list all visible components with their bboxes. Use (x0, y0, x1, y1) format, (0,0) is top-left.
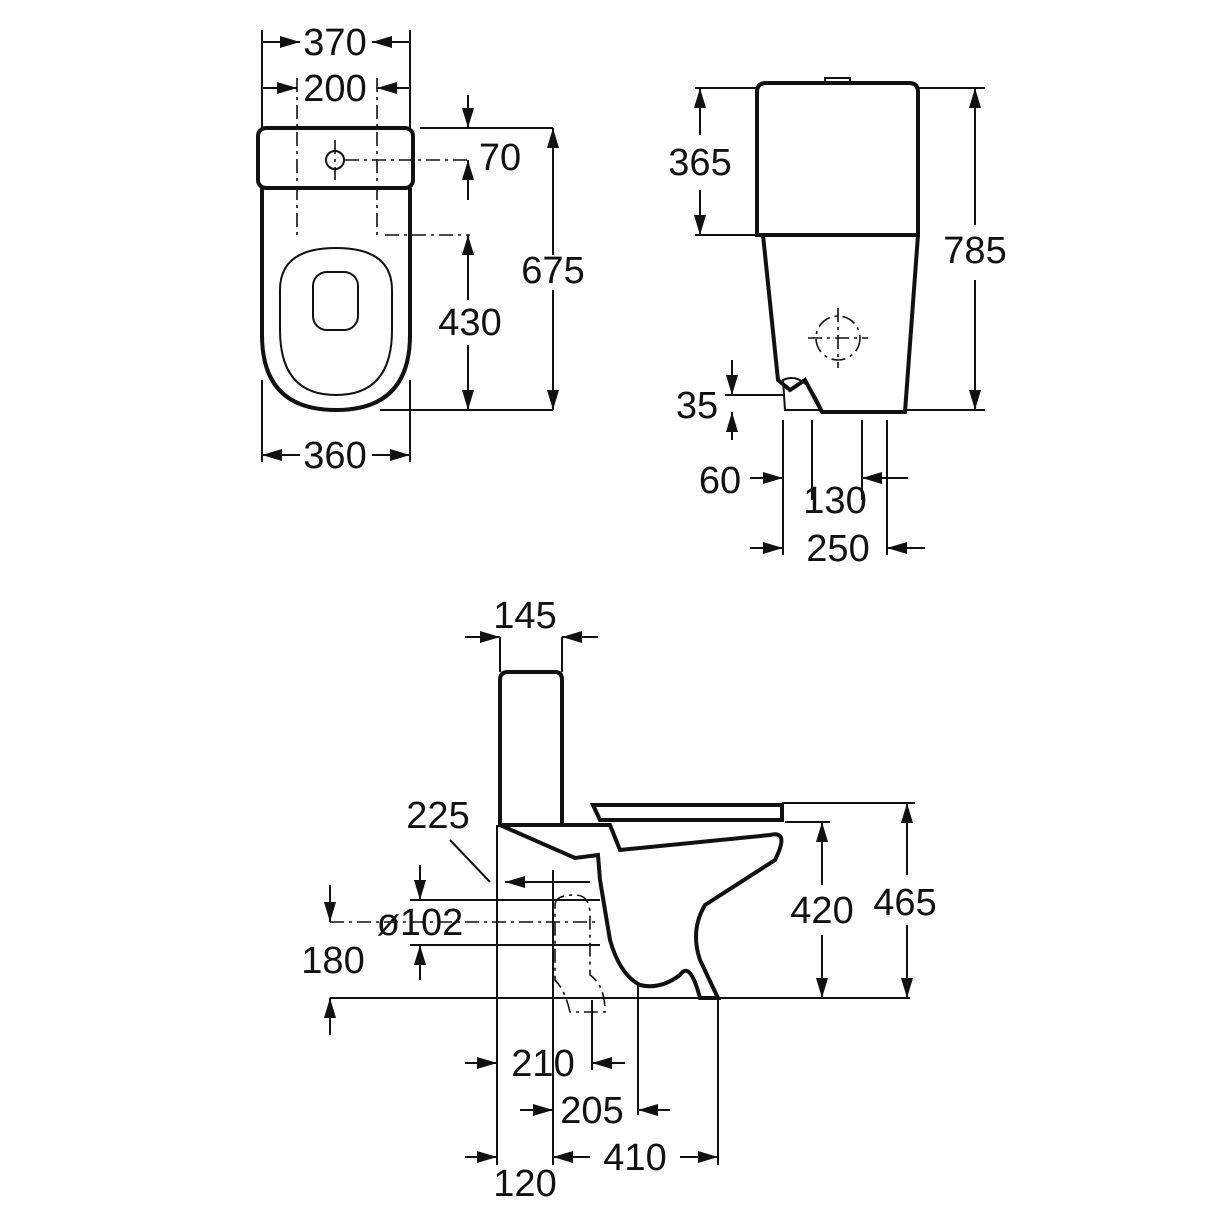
dim-inlet-side: 60 (699, 460, 741, 502)
dim-outlet-max: 205 (560, 1090, 623, 1132)
dim-base-length: 410 (603, 1137, 666, 1179)
tank-front-outline (755, 81, 920, 237)
dim-tank-height: 365 (668, 142, 731, 184)
dim-outlet-min: 210 (511, 1043, 574, 1085)
dim-inlet-spacing: 200 (303, 68, 366, 110)
dim-seat-height: 465 (873, 882, 936, 924)
dim-tank-depth: 145 (493, 595, 556, 637)
seat-lid-outline (312, 271, 359, 331)
dim-fixing-spacing: 130 (803, 480, 866, 522)
front-view: 365 785 35 60 130 250 (668, 77, 1007, 570)
dim-outlet-height: 180 (301, 940, 364, 982)
tank-top-outline (256, 126, 415, 190)
dim-wall-gap: 120 (493, 1163, 556, 1205)
dim-fixing-depth: 430 (438, 302, 501, 344)
dim-outlet-range: 225 (406, 795, 469, 837)
dim-inlet-offset: 70 (479, 137, 521, 179)
side-view: 145 225 ø102 180 420 465 210 205 410 120 (301, 595, 936, 1205)
dim-total-depth: 675 (521, 250, 584, 292)
dim-bowl-height: 420 (790, 890, 853, 932)
top-view: 370 200 70 675 430 360 (256, 22, 585, 477)
dim-bowl-width: 360 (303, 435, 366, 477)
bowl-side-outline (499, 823, 784, 1000)
dim-base-width: 250 (806, 528, 869, 570)
tank-side-outline (498, 670, 564, 827)
bowl-front-outline (761, 234, 920, 414)
bowl-top-outline (260, 188, 412, 413)
seat-side-outline (589, 803, 784, 822)
seat-outline (279, 246, 393, 397)
dim-outlet-diameter: ø102 (377, 902, 464, 944)
dim-tank-width: 370 (303, 22, 366, 64)
dim-total-height: 785 (943, 230, 1006, 272)
dim-inlet-height: 35 (676, 385, 718, 427)
